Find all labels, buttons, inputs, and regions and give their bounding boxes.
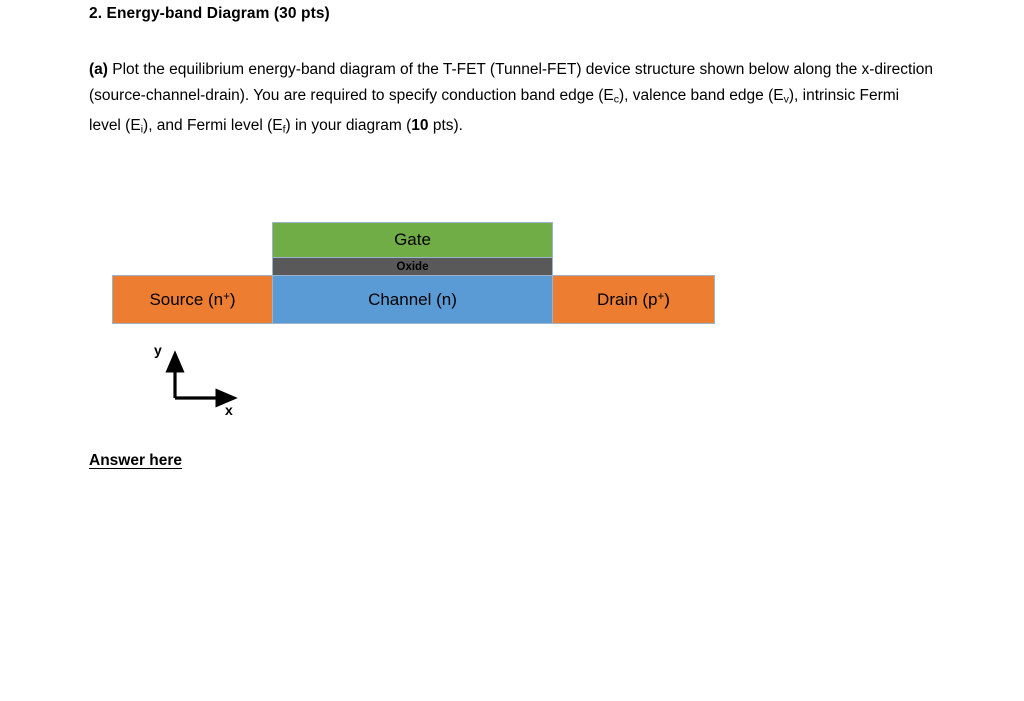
question-text-3: ), intrinsic Fermi level (E xyxy=(89,87,900,134)
answer-here-label: Answer here xyxy=(89,452,183,469)
channel-label: Channel (n) xyxy=(368,289,457,309)
question-text-5: ) in your diagram ( xyxy=(285,116,412,134)
source-block: Source (n+) xyxy=(112,275,273,324)
coordinate-axes: y x xyxy=(140,340,270,430)
subscript-i: i xyxy=(140,123,144,136)
axis-label-x: x xyxy=(225,402,233,418)
part-label: (a) xyxy=(89,61,108,78)
points-value: 10 xyxy=(411,116,429,134)
question-paragraph: (a) Plot the equilibrium energy-band dia… xyxy=(89,57,934,142)
question-text-4: ), and Fermi level (E xyxy=(143,116,283,134)
question-text-1: Plot the equilibrium energy-band diagram… xyxy=(89,61,934,104)
source-label-tail: ) xyxy=(229,289,236,309)
question-text-6: pts). xyxy=(428,116,463,134)
axis-label-y: y xyxy=(154,342,162,358)
drain-label-superscript: + xyxy=(657,290,665,303)
drain-label: Drain (p+) xyxy=(597,290,670,310)
oxide-block: Oxide xyxy=(272,257,553,276)
page-title: 2. Energy-band Diagram (30 pts) xyxy=(89,5,330,22)
gate-block: Gate xyxy=(272,222,553,258)
subscript-f: f xyxy=(282,123,286,136)
drain-label-tail: ) xyxy=(664,289,670,309)
gate-label: Gate xyxy=(394,230,431,249)
source-label: Source (n+) xyxy=(149,290,235,310)
oxide-label: Oxide xyxy=(396,260,429,273)
subscript-v: v xyxy=(783,93,789,106)
question-text-2: ), valence band edge (E xyxy=(619,87,784,104)
subscript-c: c xyxy=(613,93,620,106)
drain-block: Drain (p+) xyxy=(552,275,715,324)
source-label-superscript: + xyxy=(223,290,230,303)
drain-label-main: Drain (p xyxy=(597,289,658,309)
channel-block: Channel (n) xyxy=(272,275,553,324)
source-label-main: Source (n xyxy=(149,289,224,309)
axes-arrows-icon xyxy=(165,350,238,408)
